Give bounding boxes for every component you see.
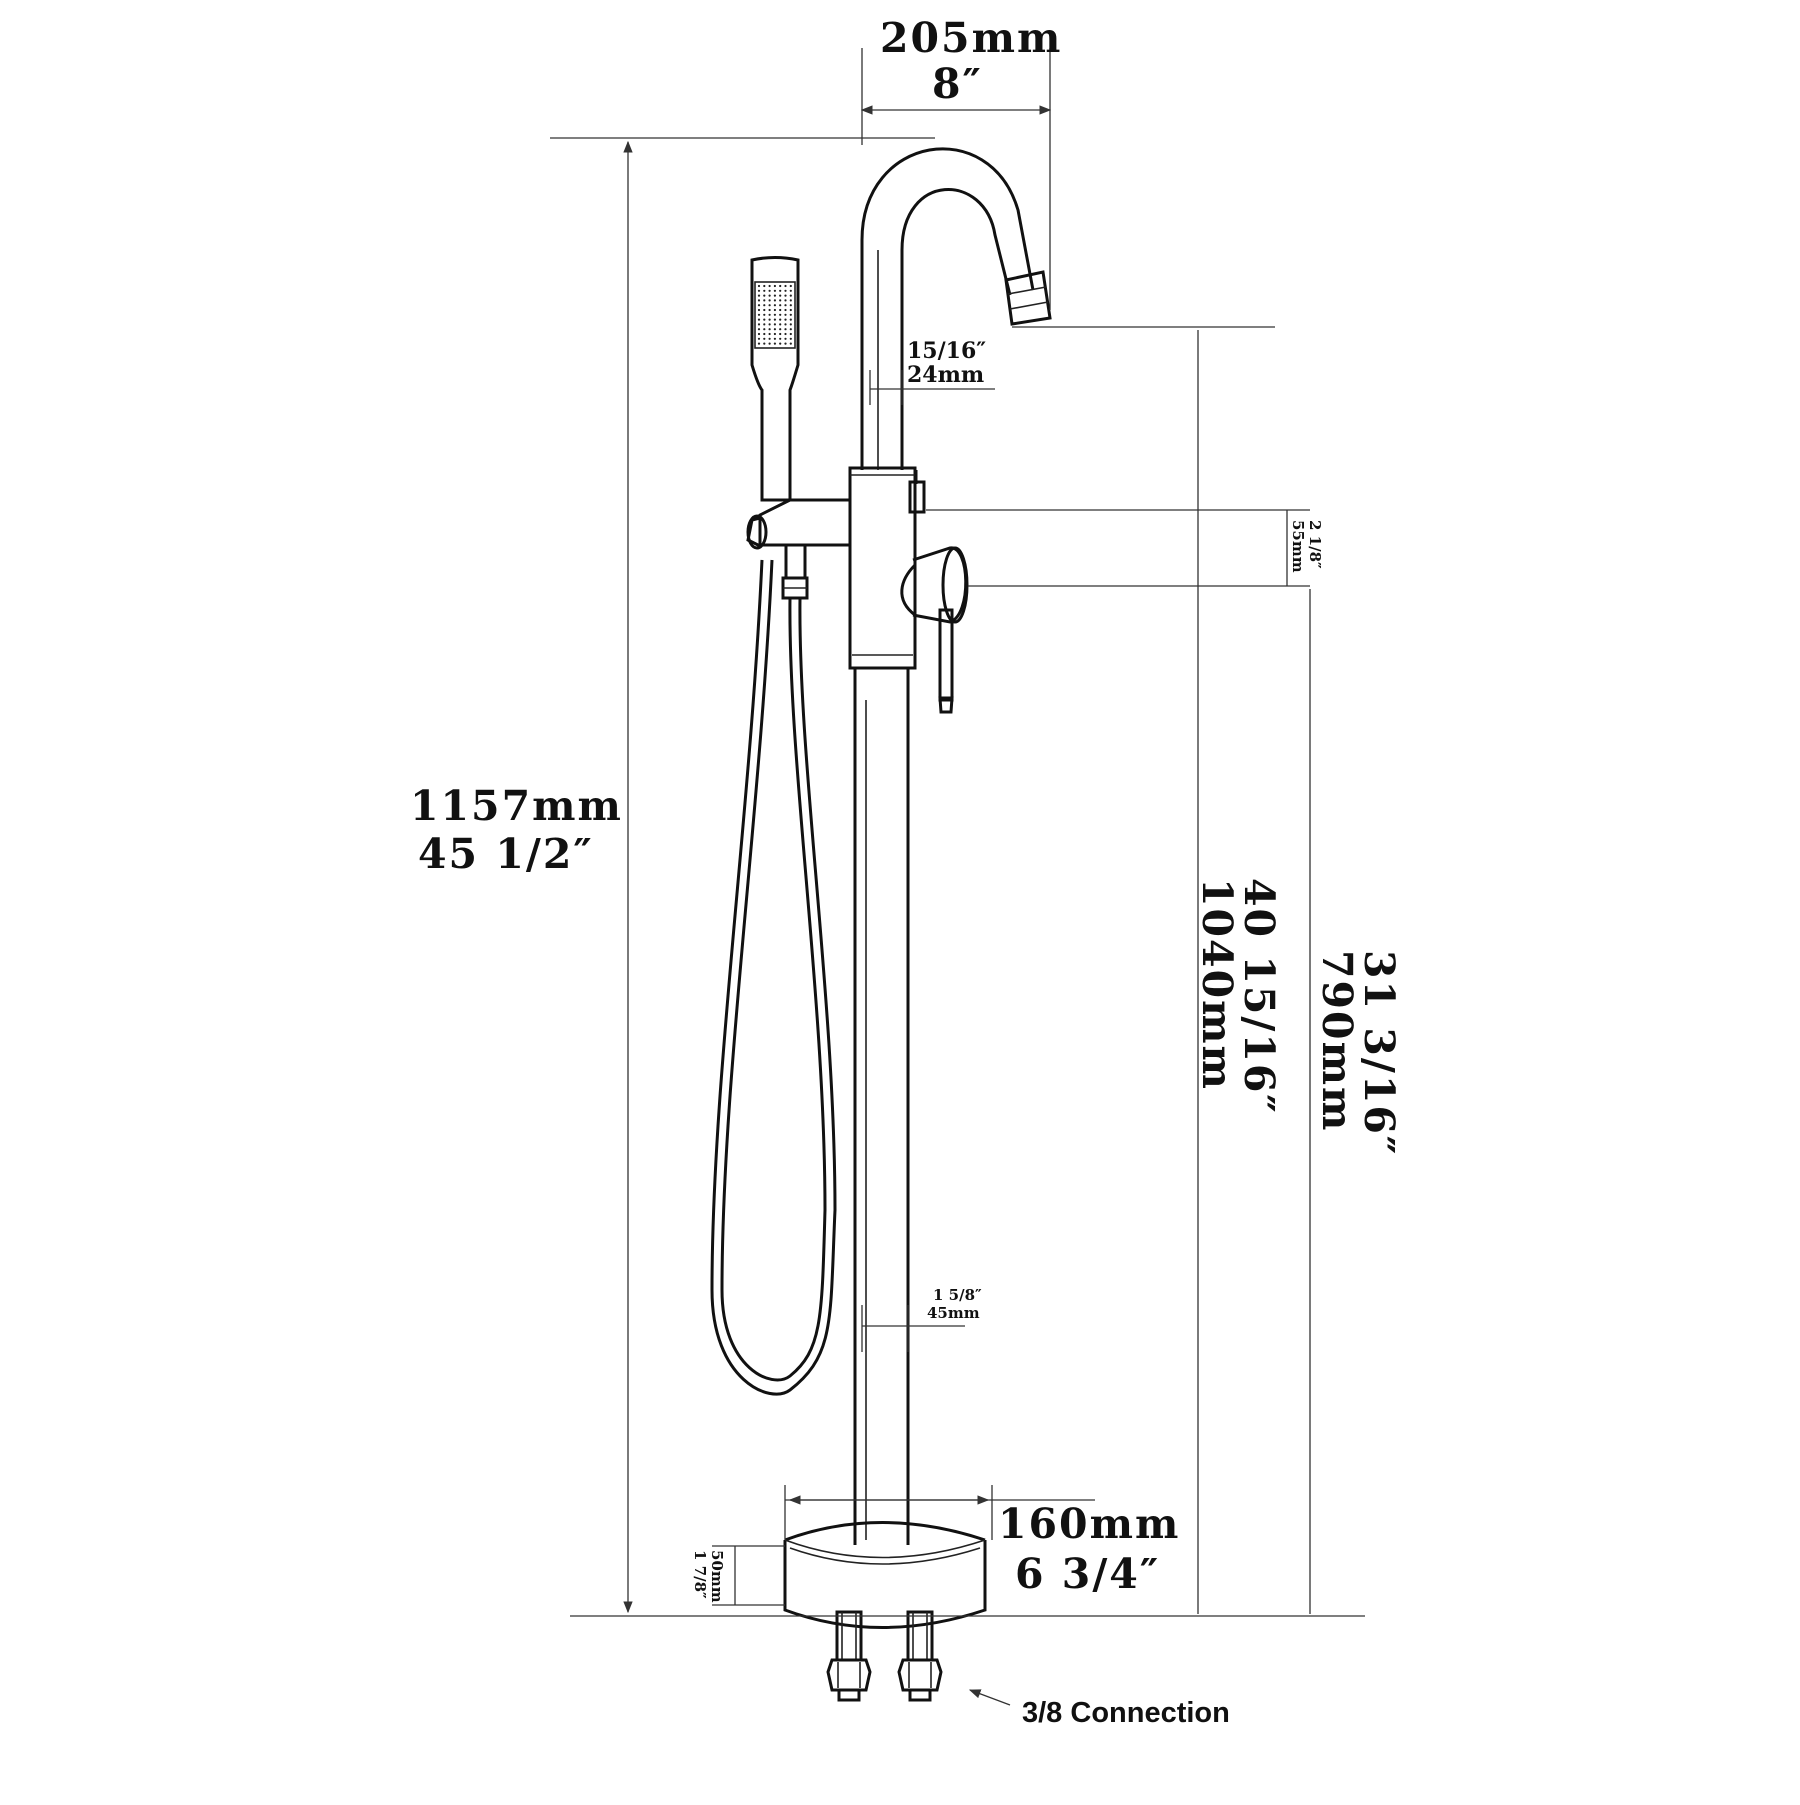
label-spout-reach-mm: 205mm: [880, 14, 1062, 62]
hose: [710, 559, 837, 1396]
fitting-right: [897, 1610, 943, 1702]
label-total-height-in: 45 1/2″: [418, 830, 594, 878]
label-column-diameter-in: 1 5/8″: [933, 1286, 982, 1304]
floor-base: [783, 1521, 987, 1629]
label-base-height-mm: 50mm: [708, 1550, 726, 1603]
label-handle-offset-mm: 55mm: [1289, 520, 1307, 573]
label-handle-height-mm: 790mm: [1313, 950, 1361, 1132]
label-base-diameter-in: 6 3/4″: [1015, 1550, 1160, 1598]
dimension-labels: 205mm 8″ 1157mm 45 1/2″ 15/16″ 24mm 2 1/…: [410, 14, 1403, 1729]
label-spout-height-in: 40 15/16″: [1235, 878, 1283, 1115]
label-connection: 3/8 Connection: [1022, 1697, 1230, 1729]
label-total-height-mm: 1157mm: [410, 782, 623, 830]
fitting-left: [826, 1610, 872, 1702]
spout: [860, 147, 1052, 470]
dimension-lines: [550, 48, 1365, 1706]
label-base-diameter-mm: 160mm: [998, 1500, 1180, 1548]
label-spout-diameter-mm: 24mm: [907, 362, 984, 388]
faucet-drawing: [710, 147, 1052, 1702]
spray-pattern-icon: [757, 284, 792, 345]
mixer-handle: [900, 546, 969, 714]
label-spout-reach-in: 8″: [932, 60, 983, 108]
label-column-diameter-mm: 45mm: [927, 1304, 980, 1322]
supply-fittings: [826, 1610, 943, 1702]
label-handle-height-in: 31 3/16″: [1355, 950, 1403, 1156]
label-base-height-in: 1 7/8″: [691, 1550, 709, 1599]
handshower-holder: [746, 498, 850, 600]
label-spout-height-mm: 1040mm: [1193, 878, 1241, 1091]
label-spout-diameter-in: 15/16″: [907, 338, 986, 364]
label-handle-offset-in: 2 1/8″: [1306, 520, 1324, 569]
column: [853, 668, 910, 1545]
handshower: [750, 256, 800, 502]
valve-body: [848, 466, 926, 670]
